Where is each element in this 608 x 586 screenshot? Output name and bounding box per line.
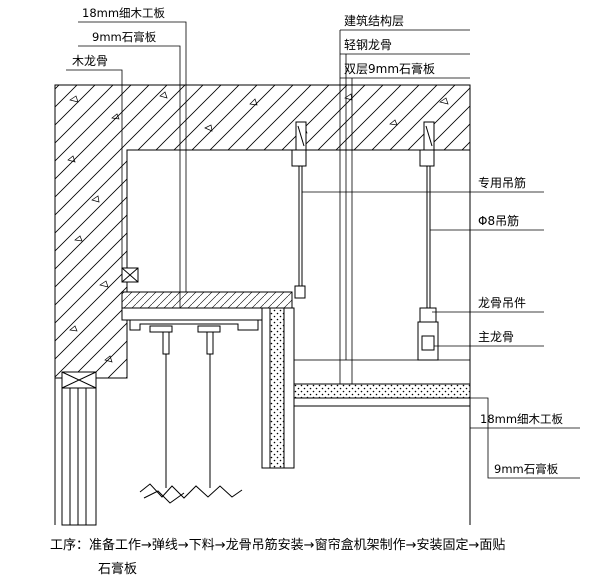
label-wood-keel: 木龙骨: [72, 54, 108, 68]
wood-board-top-panel: [121, 291, 293, 309]
label-gypsum-top: 9mm石膏板: [92, 30, 157, 44]
label-double-gypsum: 双层9mm石膏板: [344, 61, 435, 76]
wood-keel: [121, 267, 139, 283]
curtain-rail-runners: [149, 325, 221, 355]
light-steel-keel-section: [293, 359, 471, 385]
gypsum-side-panel: [261, 307, 271, 469]
process-line-1: 工序：准备工作→弹线→下料→龙骨吊筋安装→窗帘盒机架制作→安装固定→面贴: [50, 538, 506, 553]
curtain-track: [129, 319, 259, 331]
gypsum-top-panel: [121, 307, 271, 321]
label-main-keel: 主龙骨: [478, 330, 514, 344]
hanger-right: [417, 121, 439, 361]
concrete-aggregate-marks: [67, 91, 449, 363]
process-line-2: 石膏板: [98, 562, 138, 577]
ceiling-gypsum-board: [293, 397, 471, 407]
wood-board-side-panel: [269, 307, 285, 469]
label-wood-board-bottom: 18mm细木工板: [480, 412, 564, 426]
ceiling-wood-board: [293, 383, 471, 399]
leader-lines: [66, 21, 580, 479]
label-light-steel-keel: 轻钢龙骨: [344, 38, 392, 52]
curtain-fabric: [139, 354, 243, 504]
label-wood-board-top: 18mm细木工板: [82, 6, 166, 20]
label-keel-hanger: 龙骨吊件: [478, 296, 526, 310]
box-side-frame: [283, 307, 295, 469]
hanger-left: [291, 121, 307, 299]
label-gypsum-bottom: 9mm石膏板: [494, 462, 559, 476]
label-building-structure: 建筑结构层: [344, 13, 404, 28]
process-steps: 工序：准备工作→弹线→下料→龙骨吊筋安装→窗帘盒机架制作→安装固定→面贴 石膏板: [50, 534, 590, 582]
label-phi8-hanger: Φ8吊筋: [478, 213, 519, 228]
label-special-hanger: 专用吊筋: [478, 175, 526, 190]
window-frame: [61, 371, 97, 526]
